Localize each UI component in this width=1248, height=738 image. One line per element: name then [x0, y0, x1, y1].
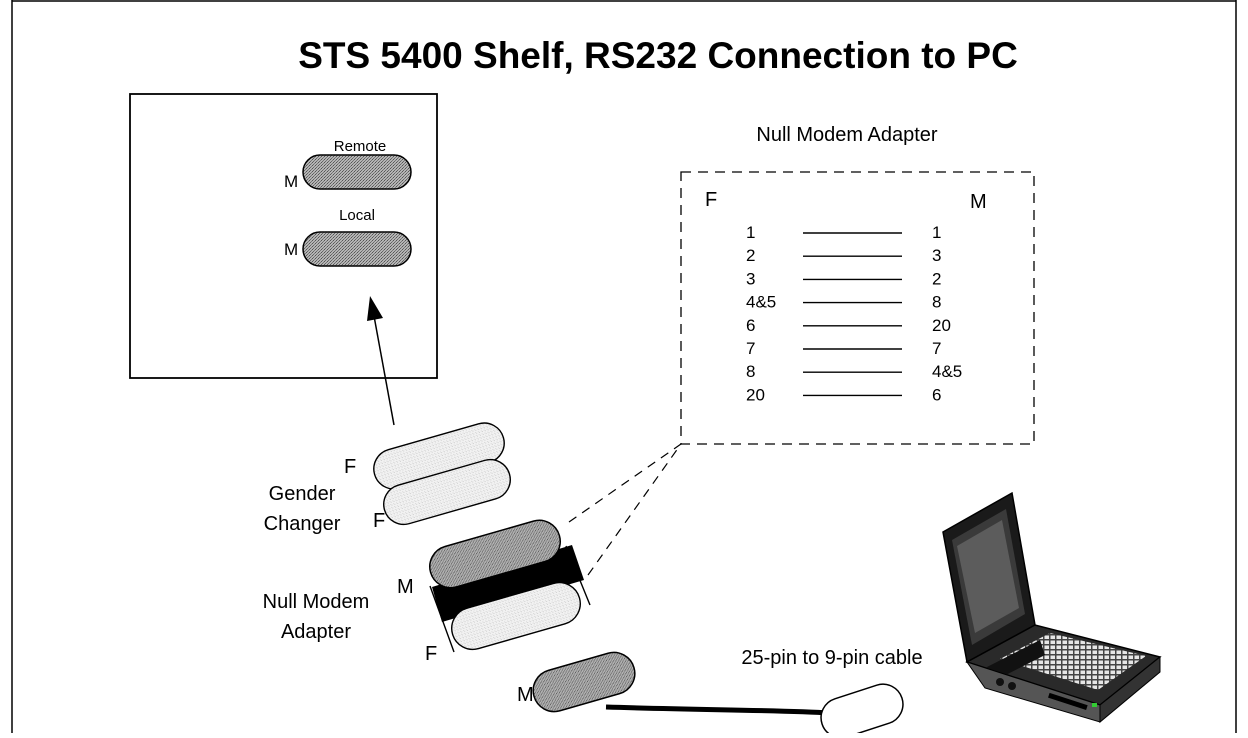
- gender-changer-bottom-gender: F: [373, 510, 385, 532]
- local-port-connector: [302, 231, 412, 267]
- pinout-left-pin: 4&5: [746, 293, 776, 312]
- pinout-right-header: M: [970, 191, 987, 213]
- connection-arrow-shaft: [373, 315, 395, 426]
- gender-changer-bottom-connector: [383, 458, 511, 526]
- null-modem-adapter-label-line1: Null Modem: [263, 591, 370, 613]
- gender-changer-label-line2: Changer: [264, 513, 341, 535]
- adapter-female-connector: [451, 581, 581, 651]
- pinout-left-header: F: [705, 189, 717, 211]
- laptop-icon: [942, 491, 1162, 724]
- null-modem-table-title: Null Modem Adapter: [756, 124, 938, 146]
- gender-changer-label-line1: Gender: [269, 483, 336, 505]
- adapter-male-connector: [429, 519, 561, 589]
- cable-9pin-connector: [820, 683, 904, 738]
- pinout-right-pin: 3: [932, 246, 941, 265]
- cable-assembly: [532, 651, 904, 738]
- pinout-right-pin: 20: [932, 316, 951, 335]
- pinout-left-pin: 7: [746, 339, 755, 358]
- pinout-left-pin: 6: [746, 316, 755, 335]
- null-modem-adapter-label-line2: Adapter: [281, 621, 351, 643]
- pinout-right-pin: 8: [932, 293, 941, 312]
- pinout-left-pin: 8: [746, 362, 755, 381]
- adapter-female-gender: F: [425, 643, 437, 665]
- null-modem-adapter: [429, 519, 591, 653]
- pinout-left-pin: 1: [746, 223, 755, 242]
- remote-port-gender: M: [284, 172, 298, 191]
- pinout-right-pin: 2: [932, 269, 941, 288]
- cable-end-gender: M: [517, 684, 534, 706]
- projection-line-bottom: [587, 443, 682, 576]
- remote-port-connector: [302, 154, 412, 190]
- pinout-left-pin: 2: [746, 246, 755, 265]
- cable-male-connector: [532, 651, 636, 713]
- adapter-body-band: [432, 545, 584, 622]
- pinout-right-pin: 4&5: [932, 362, 962, 381]
- pinout-right-pin: 7: [932, 339, 941, 358]
- connection-arrow-head: [367, 296, 383, 321]
- local-port-label: Local: [339, 207, 375, 224]
- gender-changer-top-gender: F: [344, 456, 356, 478]
- pinout-right-pin: 1: [932, 223, 941, 242]
- null-modem-detail-box: [680, 171, 1035, 445]
- cable-label: 25-pin to 9-pin cable: [741, 647, 922, 669]
- pinout-left-pin: 20: [746, 385, 765, 404]
- pinout-left-pin: 3: [746, 269, 755, 288]
- pinout-right-pin: 6: [932, 385, 941, 404]
- diagram-title: STS 5400 Shelf, RS232 Connection to PC: [298, 35, 1018, 76]
- remote-port-label: Remote: [334, 138, 387, 155]
- cable-wire: [605, 704, 831, 716]
- shelf-panel: [129, 93, 438, 379]
- projection-line-top: [568, 443, 682, 523]
- pinout-rows: 1 1 2 3 3 2 4&5 8 6 20 7 7 8 4&5 20 6: [746, 223, 962, 404]
- adapter-male-gender: M: [397, 576, 414, 598]
- local-port-gender: M: [284, 240, 298, 259]
